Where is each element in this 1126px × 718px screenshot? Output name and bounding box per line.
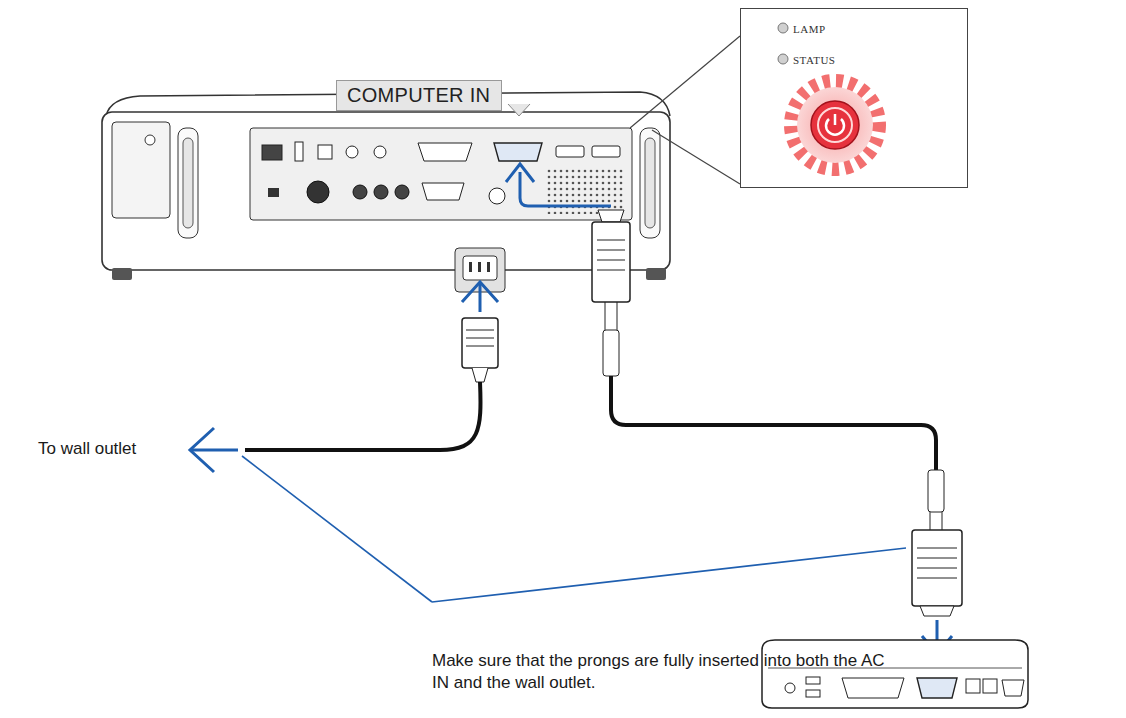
- handle-slot: [640, 128, 660, 238]
- rca-jack: [395, 185, 409, 199]
- arrow-head: [462, 282, 498, 302]
- audio-jack: [346, 146, 358, 158]
- ac-pin: [487, 262, 490, 272]
- power-button: [811, 101, 859, 149]
- direction-arrow: [192, 449, 238, 452]
- vga-cable: [506, 164, 962, 654]
- handle-slot: [178, 128, 198, 238]
- ferrite-core: [603, 330, 619, 376]
- indicator-name: STATUS: [793, 54, 835, 67]
- plug-ridge: [917, 578, 957, 579]
- power-plug: [462, 318, 498, 368]
- rear-panel: [250, 128, 632, 220]
- vga-port: [917, 678, 957, 698]
- power-jack: [785, 683, 795, 693]
- plug-strain-relief: [472, 368, 488, 382]
- phone-port: [983, 679, 997, 693]
- indicator-led: [778, 23, 788, 33]
- direction-label: To wall outlet: [38, 438, 136, 460]
- usb-port: [295, 142, 303, 161]
- routing-line: [520, 172, 611, 206]
- arrow-head: [190, 428, 214, 472]
- s-video-port: [307, 181, 329, 203]
- power-cord: [190, 282, 498, 472]
- security-slot: [268, 188, 279, 197]
- port-name: COMPUTER IN: [347, 84, 491, 107]
- callout-pointer: [630, 36, 740, 128]
- phone-port: [966, 679, 980, 693]
- glow: [797, 87, 873, 163]
- ac-pin: [469, 262, 472, 272]
- label-pointer: [508, 104, 530, 116]
- plug-ridge: [597, 260, 625, 261]
- plug-neck: [605, 302, 617, 330]
- power-symbol: [834, 114, 837, 125]
- vga-plug-head: [598, 210, 624, 222]
- vga-plug: [912, 530, 962, 606]
- foot: [646, 268, 666, 280]
- arrow-head: [506, 164, 534, 182]
- computer-in-port: [494, 143, 542, 161]
- vga-plug-head: [920, 606, 954, 616]
- plug-ridge: [597, 250, 625, 251]
- indicator-led: [778, 54, 788, 64]
- projector: [102, 92, 670, 292]
- plug-ridge: [466, 330, 494, 331]
- power-cable: [245, 382, 481, 450]
- power-button-ring: [818, 108, 852, 142]
- hdmi-port: [592, 146, 620, 157]
- instruction-note: Make sure that the prongs are fully inse…: [432, 650, 897, 694]
- ferrite-core: [928, 470, 944, 512]
- lan-port: [262, 145, 282, 160]
- plug-ridge: [917, 558, 957, 559]
- callout-pointer: [652, 130, 740, 184]
- plug-ridge: [466, 338, 494, 339]
- screw: [145, 135, 155, 145]
- monitor-out-port: [418, 143, 472, 161]
- serial-port: [1002, 680, 1024, 696]
- signal-cable: [611, 376, 936, 470]
- usb-port: [318, 145, 332, 159]
- ac-pin: [478, 262, 481, 272]
- plug-neck: [930, 512, 942, 530]
- usb-port: [806, 690, 820, 697]
- indicator-callout: LAMP STATUS: [740, 8, 968, 188]
- laptop: [762, 640, 1028, 708]
- handle-slot-inner: [645, 138, 655, 228]
- ac-inlet-socket: [463, 256, 497, 280]
- plug-ridge: [597, 270, 625, 271]
- indicator-name: LAMP: [793, 23, 826, 36]
- usb-port: [806, 677, 820, 684]
- round-jack: [489, 188, 505, 204]
- foot: [112, 268, 132, 280]
- vga-plug: [592, 222, 630, 302]
- projector-body: [102, 112, 670, 270]
- plug-ridge: [917, 548, 957, 549]
- handle-slot-inner: [183, 138, 193, 228]
- audio-jack: [374, 146, 386, 158]
- laptop-body: [762, 640, 1028, 708]
- rca-jack: [374, 185, 388, 199]
- rca-jack: [353, 185, 367, 199]
- parallel-port: [842, 678, 904, 698]
- leader-line: [432, 548, 906, 602]
- plug-ridge: [466, 346, 494, 347]
- insert-arrow: [479, 282, 482, 312]
- leader-line: [242, 456, 432, 602]
- glow-rays: [791, 81, 879, 169]
- plug-ridge: [917, 568, 957, 569]
- lamp-cover: [112, 122, 170, 218]
- port-label-box: COMPUTER IN: [336, 80, 502, 111]
- plug-ridge: [597, 240, 625, 241]
- pc-control-port: [422, 183, 464, 200]
- hdmi-port: [556, 146, 584, 157]
